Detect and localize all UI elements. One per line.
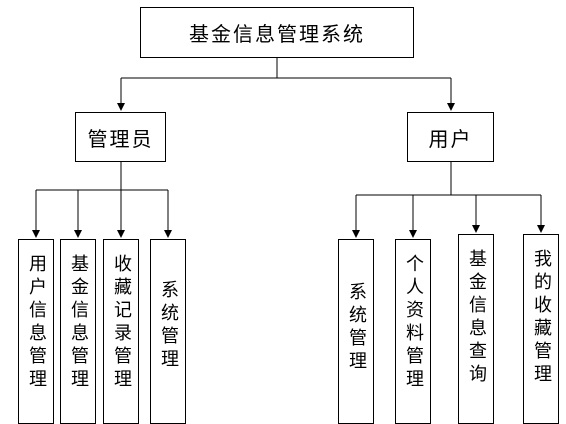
admin-child-label: 收藏记录管理	[111, 254, 132, 392]
admin-child-user-info: 用户信息管理	[18, 239, 54, 424]
user-child-label: 个人资料管理	[403, 254, 424, 392]
admin-child-label: 基金信息管理	[68, 254, 89, 392]
admin-child-label: 系统管理	[158, 280, 179, 372]
admin-child-favorites: 收藏记录管理	[103, 239, 139, 424]
user-node: 用户	[407, 112, 494, 162]
admin-node: 管理员	[75, 112, 166, 162]
user-child-label: 我的收藏管理	[531, 249, 552, 387]
user-child-profile: 个人资料管理	[395, 239, 431, 424]
user-child-label: 系统管理	[346, 282, 367, 374]
admin-child-label: 用户信息管理	[26, 254, 47, 392]
admin-child-fund-info: 基金信息管理	[60, 239, 96, 424]
user-child-fund-query: 基金信息查询	[458, 234, 494, 424]
user-child-label: 基金信息查询	[466, 249, 487, 387]
root-node: 基金信息管理系统	[140, 7, 414, 58]
user-label: 用户	[428, 126, 473, 151]
user-child-favorites: 我的收藏管理	[523, 234, 559, 424]
admin-label: 管理员	[87, 126, 154, 151]
admin-child-system: 系统管理	[150, 239, 186, 424]
user-child-system: 系统管理	[338, 239, 374, 424]
root-label: 基金信息管理系统	[189, 22, 365, 46]
